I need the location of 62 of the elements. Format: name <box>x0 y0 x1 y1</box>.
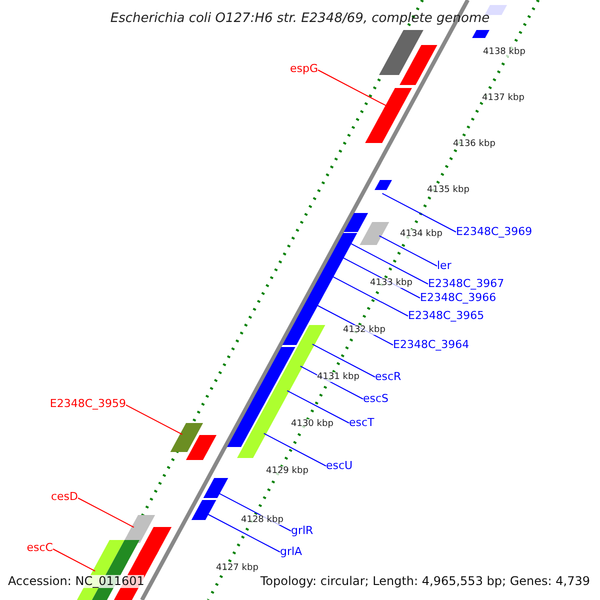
scale-tick-label: 4130 kbp <box>291 419 334 429</box>
gene-bar <box>227 398 268 447</box>
scale-tick-label: 4136 kbp <box>453 139 496 149</box>
scale-tick-label: 4128 kbp <box>241 515 284 525</box>
gene-bar <box>400 45 438 85</box>
leader-line <box>330 275 408 316</box>
gene-bar <box>273 347 296 362</box>
accession-text: Accession: NC_011601 <box>8 575 144 588</box>
gene-bar <box>330 243 352 258</box>
gene-label: escC <box>26 541 53 554</box>
gene-bar <box>374 180 392 190</box>
leader-line <box>126 404 183 435</box>
scale-tick-label: 4131 kbp <box>317 372 360 382</box>
gene-bar <box>254 362 288 398</box>
leader-line <box>286 390 350 424</box>
gene-label: E2348C_3965 <box>408 309 484 322</box>
leader-line <box>348 242 428 284</box>
gene-label: E2348C_3964 <box>393 338 470 351</box>
gene-label: ler <box>437 259 452 272</box>
gene-bar <box>296 285 329 320</box>
gene-bar <box>203 478 228 498</box>
leader-line <box>263 433 326 466</box>
gene-label: E2348C_3967 <box>428 277 504 290</box>
gene-bar <box>379 30 424 75</box>
gene-bar <box>365 88 412 143</box>
scale-tick-label: 4138 kbp <box>483 47 526 57</box>
scale-tick-label: 4133 kbp <box>370 278 412 288</box>
gene-bar <box>472 30 490 38</box>
leader-line <box>378 235 438 266</box>
genome-summary-text: Topology: circular; Length: 4,965,553 bp; Genes: 4,739 <box>260 575 590 588</box>
gene-bar <box>186 435 217 460</box>
gene-bar <box>338 233 358 243</box>
gene-bar <box>282 320 310 345</box>
scale-tick-label: 4132 kbp <box>343 325 386 335</box>
gene-bar <box>170 423 204 452</box>
leader-line <box>312 344 376 378</box>
leader-line <box>318 70 388 107</box>
leader-line <box>52 548 96 572</box>
gene-label: espG <box>290 62 318 75</box>
leader-line <box>382 192 456 232</box>
title: Escherichia coli O127:H6 str. E2348/69, complete genome <box>109 12 491 25</box>
gene-bar <box>360 222 390 245</box>
gene-label: E2348C_3969 <box>456 225 532 238</box>
gene-label: grlA <box>280 545 302 558</box>
gene-bar <box>484 5 508 15</box>
scale-tick-label: 4135 kbp <box>427 185 470 195</box>
scale-tick-label: 4134 kbp <box>400 229 442 239</box>
leader-line <box>78 498 134 528</box>
scale-tick-label: 4127 kbp <box>216 563 258 573</box>
gene-label: grlR <box>291 524 314 537</box>
gene-label: escT <box>349 416 374 429</box>
scale-tick-label: 4137 kbp <box>482 93 524 103</box>
gene-bar <box>191 500 216 520</box>
gene-label: escS <box>363 392 389 405</box>
gene-bar <box>122 515 156 543</box>
leader-line <box>206 513 280 552</box>
gene-label: cesD <box>50 490 78 503</box>
scale-tick-label: 4129 kbp <box>266 466 308 476</box>
gene-label: E2348C_3966 <box>420 291 496 304</box>
gene-label: escR <box>375 370 402 383</box>
gene-label: escU <box>326 459 353 472</box>
gene-label: E2348C_3959 <box>50 397 126 410</box>
